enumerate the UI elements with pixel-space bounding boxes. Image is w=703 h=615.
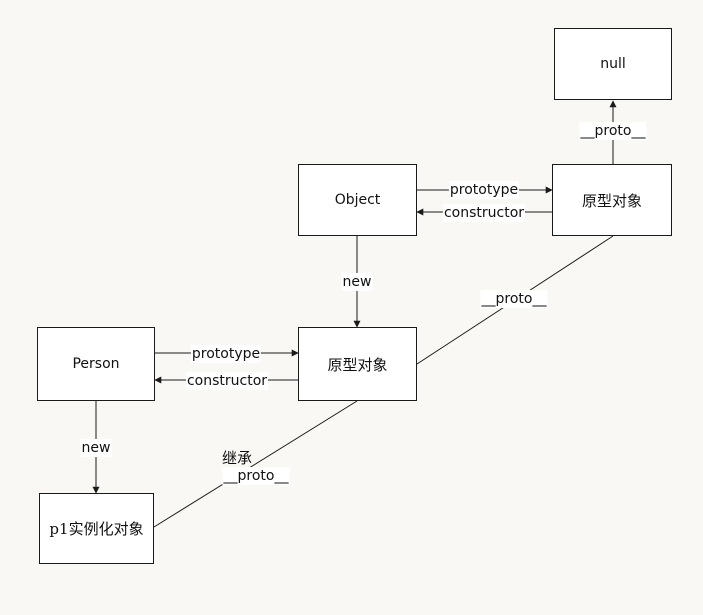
edge-label-p1-proto-to-person-proto: __proto__ xyxy=(222,467,290,485)
object-prototype-node-label: 原型对象 xyxy=(581,191,642,210)
object-prototype-node[interactable]: 原型对象 xyxy=(552,164,672,236)
p1-instance-node[interactable]: p1实例化对象 xyxy=(39,493,154,564)
edge-label-person-constructor: constructor xyxy=(185,372,269,390)
person-prototype-node-label: 原型对象 xyxy=(327,355,388,374)
null-node-label: null xyxy=(600,56,626,72)
edge-label-object-constructor: constructor xyxy=(442,204,526,222)
edge-label-object-prototype: prototype xyxy=(448,181,520,199)
person-node-label: Person xyxy=(72,356,120,372)
null-node[interactable]: null xyxy=(554,28,672,100)
edge-label-person-prototype: prototype xyxy=(190,345,262,363)
edge-p1-proto-to-person-proto xyxy=(153,400,358,528)
person-prototype-node[interactable]: 原型对象 xyxy=(298,327,417,401)
object-node[interactable]: Object xyxy=(298,164,417,236)
edge-label-object-new: new xyxy=(341,273,373,291)
object-node-label: Object xyxy=(334,192,381,208)
person-node[interactable]: Person xyxy=(37,327,155,401)
edge-label-object-proto-to-null: __proto__ xyxy=(579,122,647,140)
edge-label-person-proto-to-object-proto: __proto__ xyxy=(480,290,548,308)
p1-instance-node-label: p1实例化对象 xyxy=(49,520,144,538)
edge-label-inherit: 继承 xyxy=(221,449,253,467)
edge-label-person-new: new xyxy=(80,439,112,457)
